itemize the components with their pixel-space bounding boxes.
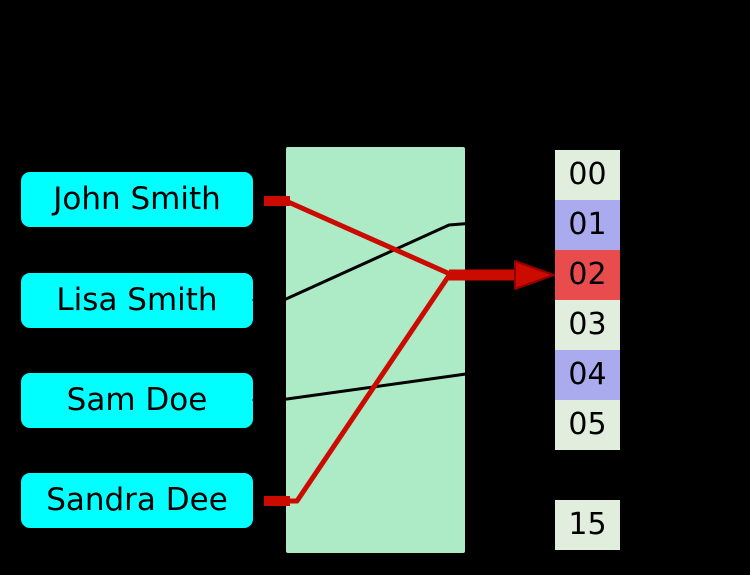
- bucket-label-15: 15: [568, 507, 607, 542]
- key-label-john-smith: John Smith: [53, 181, 221, 217]
- bucket-label-05: 05: [568, 407, 607, 442]
- bucket-cell-04: 04: [555, 350, 620, 400]
- bucket-cell-05: 05: [555, 400, 620, 450]
- bucket-label-04: 04: [568, 357, 607, 392]
- bucket-cell-03: 03: [555, 300, 620, 350]
- bucket-label-03: 03: [568, 307, 607, 342]
- bucket-cell-02: 02: [555, 250, 620, 300]
- key-box-john-smith: John Smith: [21, 172, 253, 227]
- key-box-sandra-dee: Sandra Dee: [21, 473, 253, 528]
- bucket-label-00: 00: [568, 157, 607, 192]
- key-box-sam-doe: Sam Doe: [21, 373, 253, 428]
- bucket-label-02: 02: [568, 257, 607, 292]
- hash-function-box: [286, 147, 465, 553]
- key-label-sam-doe: Sam Doe: [66, 382, 208, 418]
- bucket-label-01: 01: [568, 207, 607, 242]
- bucket-cell-15: 15: [555, 500, 620, 550]
- bucket-cell-01: 01: [555, 200, 620, 250]
- key-label-sandra-dee: Sandra Dee: [46, 482, 228, 518]
- collision-arrow-head: [514, 260, 555, 290]
- key-box-lisa-smith: Lisa Smith: [21, 273, 253, 328]
- key-label-lisa-smith: Lisa Smith: [56, 282, 218, 318]
- bucket-cell-00: 00: [555, 150, 620, 200]
